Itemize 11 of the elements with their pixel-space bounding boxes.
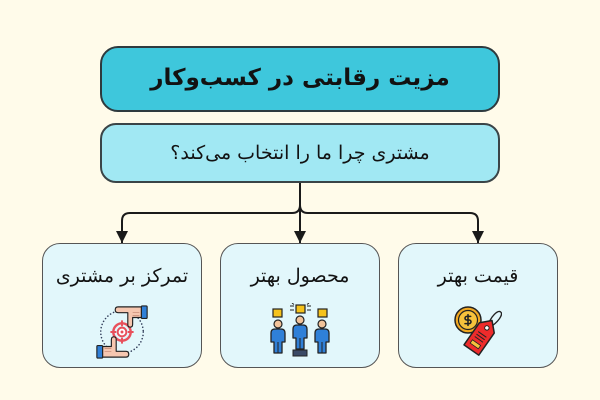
arrow [116,183,301,243]
benefit-label: محصول بهتر [250,264,350,289]
benefit-card [42,243,202,368]
benefit-card [220,243,380,368]
benefit-label: قیمت بهتر [438,264,518,289]
heading: مزیت رقابتی در کسب‌وکار [150,64,450,94]
title-banner [100,46,500,112]
benefit-label: تمرکز بر مشتری [56,264,188,289]
question-panel [100,123,500,183]
question-text: مشتری چرا ما را انتخاب می‌کند؟ [170,140,430,166]
benefit-card [398,243,558,368]
